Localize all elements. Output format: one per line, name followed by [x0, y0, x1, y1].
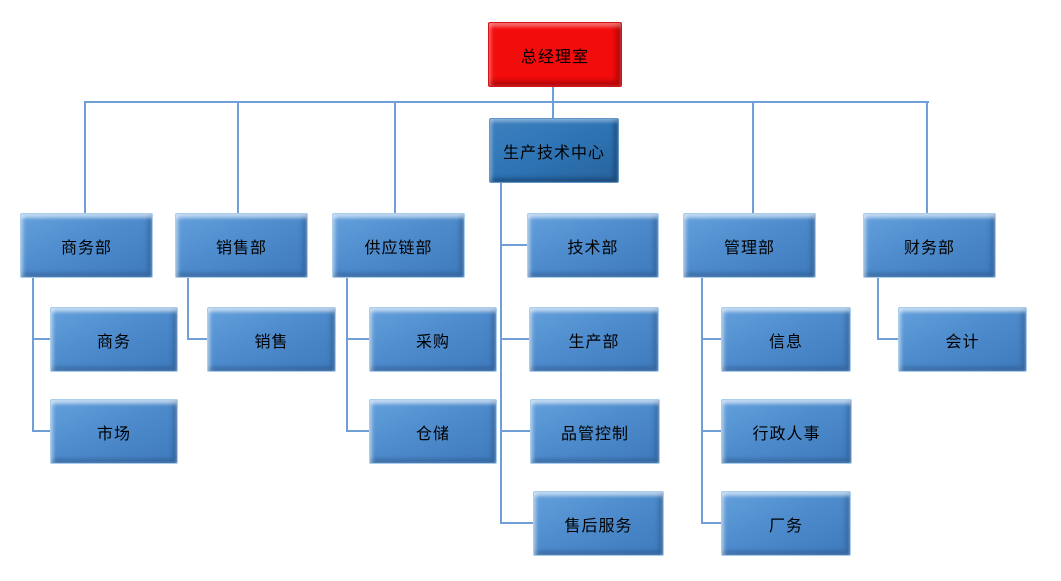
connector-stub-information [701, 338, 722, 340]
org-node-warehouse: 仓储 [369, 399, 497, 464]
org-node-after-sales-service: 售后服务 [533, 491, 664, 556]
org-node-management-dept: 管理部 [683, 213, 816, 278]
org-node-market: 市场 [50, 399, 178, 464]
connector-stub-sales [187, 338, 208, 340]
org-node-production-technology-center: 生产技术中心 [489, 118, 619, 183]
connector-stub-admin-hr [701, 430, 722, 432]
connector-drop-management-dept [752, 101, 754, 213]
connector-business-spine [32, 278, 34, 431]
connector-supply-chain-spine [346, 278, 348, 432]
connector-finance-spine [877, 278, 879, 340]
connector-center-spine [500, 183, 502, 524]
connector-top-bus [84, 101, 929, 103]
org-node-accounting: 会计 [898, 307, 1027, 372]
org-node-supply-chain-dept: 供应链部 [332, 213, 465, 278]
org-node-business: 商务 [50, 307, 178, 372]
connector-management-spine [701, 278, 703, 524]
connector-drop-business-dept [84, 101, 86, 213]
connector-stub-quality-control [500, 430, 531, 432]
org-node-quality-control: 品管控制 [530, 399, 660, 464]
org-node-sales: 销售 [207, 307, 336, 372]
connector-stub-factory-affairs [701, 522, 722, 524]
connector-drop-finance-dept [926, 101, 928, 213]
org-node-general-manager-office: 总经理室 [488, 22, 622, 87]
connector-drop-supply-chain-dept [394, 101, 396, 213]
org-node-finance-dept: 财务部 [863, 213, 996, 278]
org-node-business-dept: 商务部 [20, 213, 153, 278]
connector-stub-procurement [346, 338, 370, 340]
org-node-information: 信息 [721, 307, 851, 372]
org-node-production-dept: 生产部 [529, 307, 659, 372]
connector-stub-market [32, 430, 51, 432]
connector-sales-spine [187, 278, 189, 340]
connector-stub-after-sales-service [500, 522, 534, 524]
org-node-factory-affairs: 厂务 [721, 491, 851, 556]
org-node-technical-dept: 技术部 [527, 213, 659, 278]
connector-stub-accounting [877, 338, 899, 340]
org-node-procurement: 采购 [369, 307, 497, 372]
connector-stub-technical-dept [500, 244, 528, 246]
connector-stub-production-dept [500, 338, 530, 340]
connector-stub-warehouse [346, 430, 370, 432]
org-node-admin-hr: 行政人事 [721, 399, 852, 464]
connector-stub-business [32, 338, 51, 340]
connector-drop-sales-dept [237, 101, 239, 213]
org-node-sales-dept: 销售部 [175, 213, 308, 278]
